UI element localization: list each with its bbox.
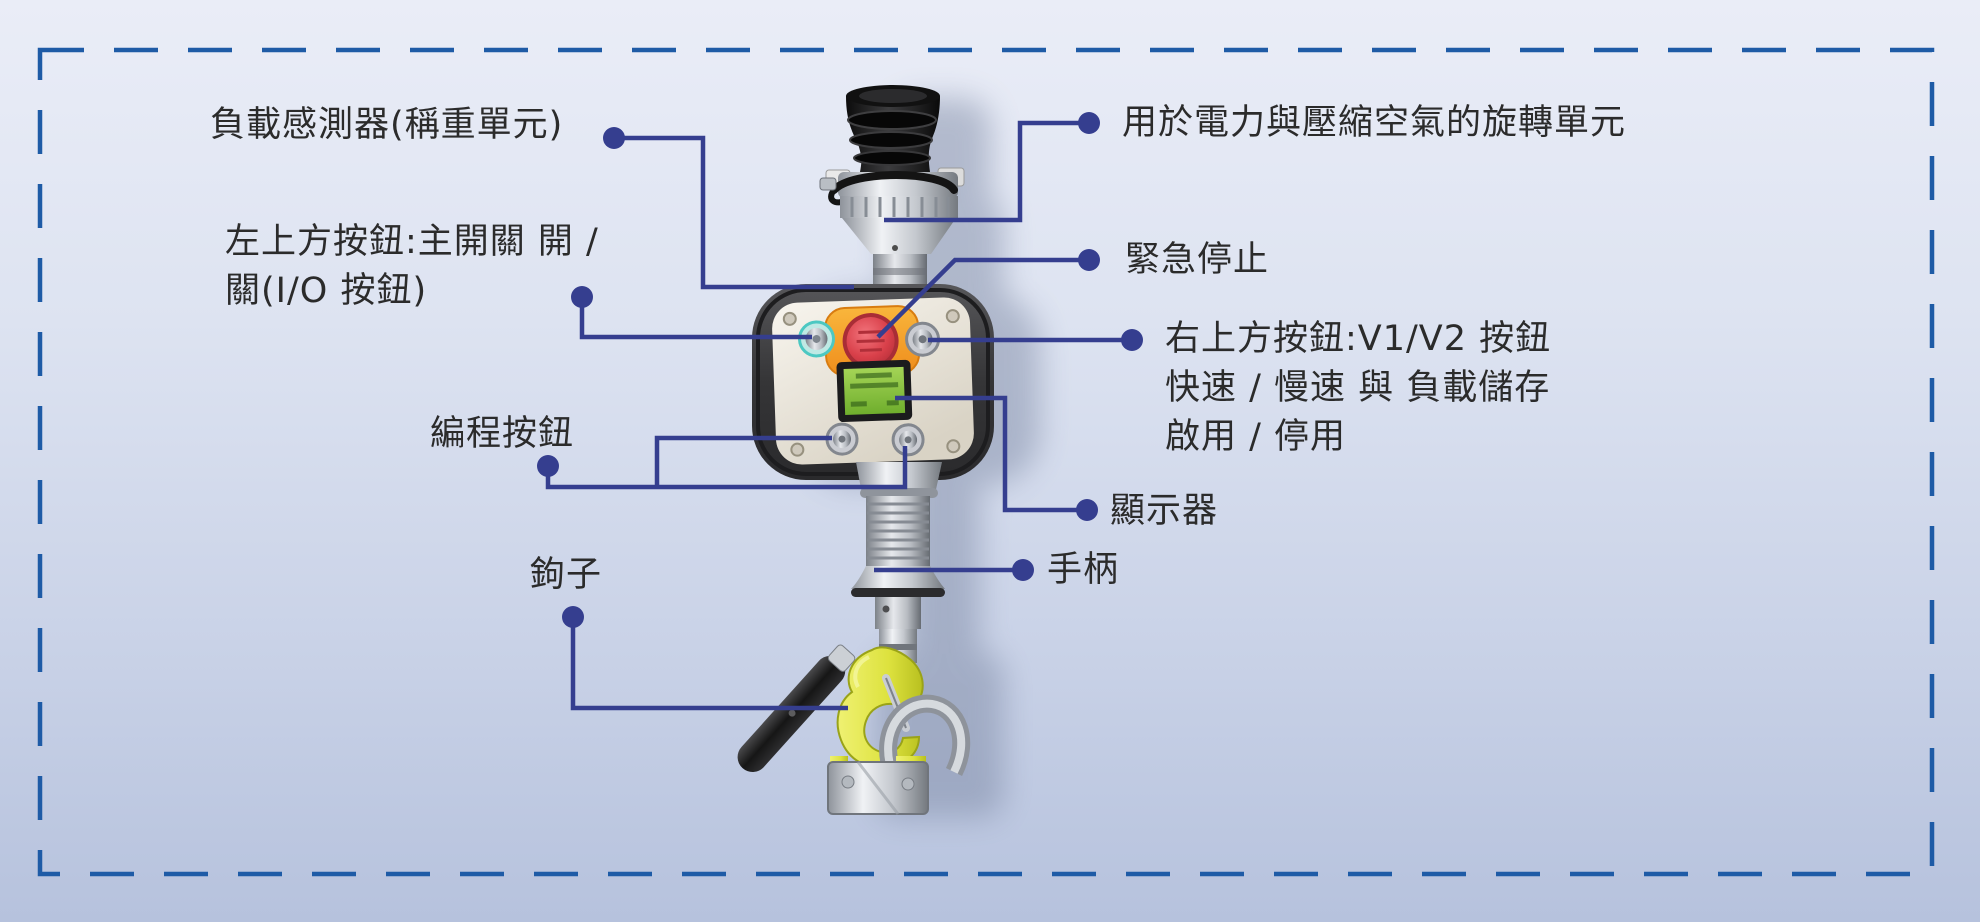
- faceplate-screws: [782, 309, 961, 457]
- io-main-switch-button: [797, 320, 835, 358]
- label-rotary-unit: 用於電力與壓縮空氣的旋轉單元: [1122, 103, 1627, 143]
- release-lever: [737, 644, 856, 773]
- callout-line-load-sensor: [614, 135, 854, 290]
- label-handle: 手柄: [1047, 550, 1120, 590]
- dashed-border: [37, 47, 1935, 877]
- label-load-sensor: 負載感測器(稱重單元): [210, 105, 564, 145]
- callout-line-hook: [570, 617, 848, 711]
- callout-dot: [1078, 112, 1100, 134]
- programming-button-left: [825, 422, 859, 456]
- callout-dot: [1012, 559, 1034, 581]
- label-programming: 編程按鈕: [430, 414, 575, 454]
- callout-line-rotary-unit: [884, 120, 1089, 223]
- label-v1v2-button: 右上方按鈕:V1/V2 按鈕 快速 / 慢速 與 負載儲存 啟用 / 停用: [1165, 319, 1552, 457]
- callout-line-programming-branch: [654, 435, 832, 487]
- bellows-hose: [846, 85, 940, 172]
- callout-dot: [537, 455, 559, 477]
- callout-dot: [1078, 249, 1100, 271]
- callout-dot: [1121, 329, 1143, 351]
- callout-dots: [537, 112, 1143, 628]
- device-illustration: [737, 85, 994, 815]
- rotary-unit: [840, 196, 958, 286]
- control-head: [752, 284, 994, 480]
- callout-dot: [1076, 499, 1098, 521]
- display-screen: [836, 359, 913, 423]
- base-plate-assembly: [827, 694, 971, 815]
- callout-dot: [603, 127, 625, 149]
- emergency-stop-button: [824, 305, 921, 377]
- callout-line-io-button: [579, 297, 812, 340]
- swivel-collar: [819, 167, 965, 206]
- programming-button-right: [891, 423, 925, 457]
- label-display: 顯示器: [1110, 491, 1219, 531]
- callout-dot: [571, 286, 593, 308]
- callout-lines: [545, 120, 1132, 711]
- callout-line-display: [895, 395, 1087, 513]
- callout-line-emergency-stop: [876, 257, 1089, 339]
- label-hook: 鉤子: [530, 555, 603, 595]
- label-emergency-stop: 緊急停止: [1125, 240, 1270, 280]
- callout-dot: [562, 606, 584, 628]
- label-io-button: 左上方按鈕:主開關 開 / 關(I/O 按鈕): [225, 222, 599, 311]
